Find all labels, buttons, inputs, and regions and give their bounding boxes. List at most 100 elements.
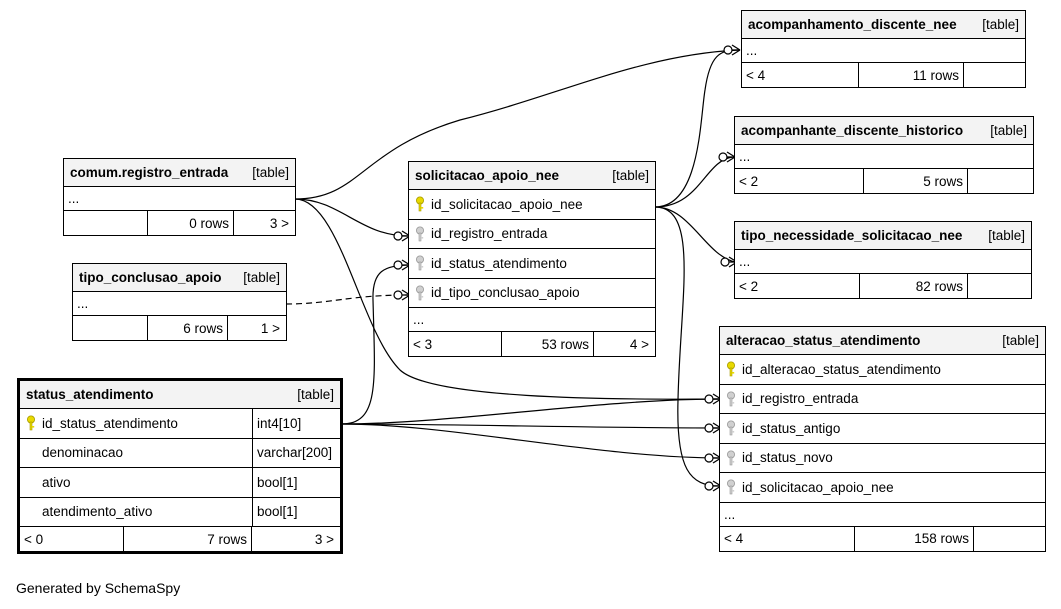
table-type: [table] (243, 270, 280, 285)
table-header: acompanhamento_discente_nee [table] (742, 11, 1025, 39)
more-columns: ... (735, 145, 1033, 169)
table-footer: < 0 7 rows 3 > (20, 527, 340, 551)
column-row[interactable]: denominacao varchar[200] (20, 438, 340, 468)
table-name: tipo_conclusao_apoio (79, 270, 222, 285)
table-acompanhamento-discente-nee[interactable]: acompanhamento_discente_nee [table] ... … (741, 10, 1026, 88)
row-count: 7 rows (124, 527, 252, 551)
parents-count[interactable]: < 3 (409, 332, 502, 356)
table-alteracao-status-atendimento[interactable]: alteracao_status_atendimento [table] id_… (719, 326, 1046, 552)
children-count[interactable]: 1 > (260, 320, 280, 336)
generator-credit: Generated by SchemaSpy (16, 580, 181, 596)
children-count[interactable] (964, 63, 1025, 87)
column-row[interactable]: id_status_atendimento (409, 249, 655, 279)
table-tipo-necessidade-solicitacao-nee[interactable]: tipo_necessidade_solicitacao_nee [table]… (734, 221, 1032, 299)
more-columns: ... (409, 308, 655, 332)
edge-registro-acompanhamento (294, 49, 739, 200)
column-name: id_solicitacao_apoio_nee (742, 479, 894, 495)
table-type: [table] (988, 228, 1025, 243)
children-count[interactable] (968, 169, 1033, 193)
column-row[interactable]: id_alteracao_status_atendimento (720, 355, 1045, 385)
column-row[interactable]: id_registro_entrada (409, 220, 655, 249)
edge-status-alteracao-antigo (341, 423, 721, 429)
column-row[interactable]: id_tipo_conclusao_apoio (409, 279, 655, 308)
table-header: alteracao_status_atendimento [table] (720, 327, 1045, 355)
foreign-key-icon (416, 285, 424, 301)
edge-solicitacao-tipo-necessidade (654, 206, 736, 263)
column-type: int4[10] (252, 409, 301, 438)
children-count[interactable]: 3 > (269, 215, 289, 231)
table-header: tipo_conclusao_apoio [table] (73, 264, 286, 292)
column-name: id_tipo_conclusao_apoio (431, 285, 580, 301)
table-name: status_atendimento (26, 387, 154, 402)
children-count[interactable]: 3 > (314, 531, 334, 547)
column-name: id_registro_entrada (742, 391, 859, 407)
table-solicitacao-apoio-nee[interactable]: solicitacao_apoio_nee [table] id_solicit… (408, 161, 656, 357)
children-count[interactable]: 4 > (629, 336, 649, 352)
edge-tipo-conclusao-solicitacao (285, 294, 409, 305)
edge-registro-solicitacao (294, 198, 409, 237)
column-type: bool[1] (252, 497, 298, 526)
table-tipo-conclusao-apoio[interactable]: tipo_conclusao_apoio [table] ... 6 rows … (72, 263, 287, 341)
table-name: alteracao_status_atendimento (726, 333, 921, 348)
foreign-key-icon (416, 226, 424, 242)
table-name: comum.registro_entrada (70, 165, 229, 180)
foreign-key-icon (727, 450, 735, 466)
parents-count[interactable] (64, 211, 148, 235)
table-name: tipo_necessidade_solicitacao_nee (741, 228, 963, 243)
row-count: 0 rows (148, 211, 234, 235)
column-name: atendimento_ativo (42, 504, 153, 520)
table-type: [table] (252, 165, 289, 180)
table-type: [table] (982, 17, 1019, 32)
primary-key-icon (27, 415, 35, 431)
children-count[interactable] (974, 527, 1045, 551)
table-header: acompanhante_discente_historico [table] (735, 117, 1033, 145)
foreign-key-icon (727, 479, 735, 495)
row-count: 53 rows (502, 332, 594, 356)
table-type: [table] (990, 123, 1027, 138)
table-type: [table] (612, 168, 649, 183)
column-name: id_status_novo (742, 450, 833, 466)
edge-solicitacao-acompanhamento (654, 49, 739, 208)
parents-count[interactable] (73, 316, 148, 340)
more-columns: ... (73, 292, 286, 316)
more-columns: ... (720, 503, 1045, 527)
table-header: status_atendimento [table] (20, 381, 340, 409)
column-row[interactable]: ativo bool[1] (20, 468, 340, 498)
parents-count[interactable]: < 4 (720, 526, 855, 551)
table-name: acompanhamento_discente_nee (748, 17, 957, 32)
table-acompanhante-discente-historico[interactable]: acompanhante_discente_historico [table] … (734, 116, 1034, 194)
primary-key-icon (416, 196, 424, 212)
edge-solicitacao-alteracao (654, 206, 721, 487)
foreign-key-icon (416, 255, 424, 271)
column-row[interactable]: id_solicitacao_apoio_nee (720, 473, 1045, 503)
column-type: varchar[200] (252, 438, 332, 467)
parents-count[interactable]: < 0 (20, 527, 124, 551)
column-row[interactable]: atendimento_ativo bool[1] (20, 497, 340, 527)
table-status-atendimento[interactable]: status_atendimento [table] id_status_ate… (17, 378, 343, 554)
table-footer: < 4 158 rows (720, 526, 1045, 551)
parents-count[interactable]: < 4 (742, 63, 859, 87)
table-header: tipo_necessidade_solicitacao_nee [table] (735, 222, 1031, 250)
more-columns: ... (742, 39, 1025, 63)
column-name: id_status_atendimento (431, 255, 567, 271)
column-row[interactable]: id_status_atendimento int4[10] (20, 409, 340, 439)
more-columns: ... (735, 250, 1031, 274)
table-footer: < 3 53 rows 4 > (409, 332, 655, 356)
edge-status-solicitacao (341, 264, 409, 425)
column-row[interactable]: id_solicitacao_apoio_nee (409, 190, 655, 220)
column-row[interactable]: id_status_novo (720, 444, 1045, 473)
column-name: id_solicitacao_apoio_nee (431, 196, 583, 212)
children-count[interactable] (968, 274, 1031, 298)
parents-count[interactable]: < 2 (735, 274, 860, 298)
column-row[interactable]: id_status_antigo (720, 414, 1045, 444)
column-type: bool[1] (252, 468, 298, 497)
table-footer: < 2 82 rows (735, 274, 1031, 298)
column-name: id_status_atendimento (42, 415, 178, 431)
column-row[interactable]: id_registro_entrada (720, 385, 1045, 414)
row-count: 6 rows (148, 316, 228, 340)
table-comum-registro-entrada[interactable]: comum.registro_entrada [table] ... 0 row… (63, 158, 296, 236)
parents-count[interactable]: < 2 (735, 169, 864, 193)
row-count: 158 rows (855, 526, 974, 551)
table-header: solicitacao_apoio_nee [table] (409, 162, 655, 190)
edge-registro-alteracao (294, 198, 721, 400)
